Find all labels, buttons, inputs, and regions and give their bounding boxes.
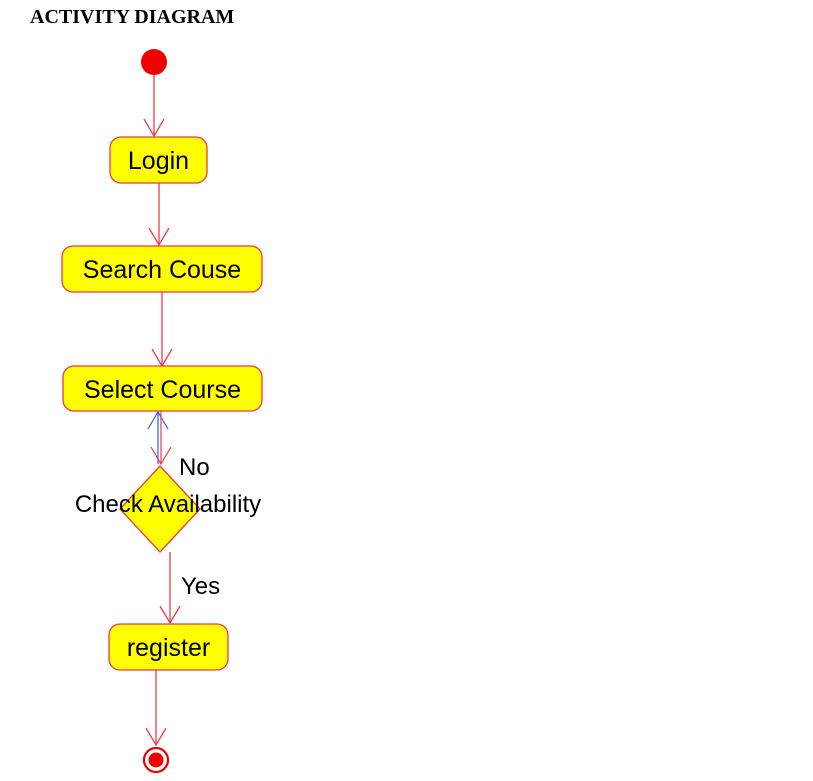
edge-register-to-end [145,670,167,747]
edge-login-to-search [148,183,170,247]
edge-yes-label: Yes [181,573,220,600]
edge-select-to-decision [150,411,172,466]
edge-no-label: No [179,454,210,481]
action-search-course[interactable]: Search Couse [61,245,263,293]
action-login[interactable]: Login [109,136,208,184]
action-select-course[interactable]: Select Course [62,365,263,412]
action-search-course-label: Search Couse [83,256,241,284]
decision-check-availability-label: Check Availability [75,491,261,518]
action-select-course-label: Select Course [84,376,241,404]
final-node [142,746,170,774]
action-register[interactable]: register [108,623,229,671]
edge-decision-to-register-yes [159,552,181,625]
action-login-label: Login [128,147,189,175]
action-register-label: register [127,634,210,662]
diagram-heading: ACTIVITY DIAGRAM [30,6,235,28]
initial-node [141,49,167,75]
decision-check-availability[interactable] [119,465,201,553]
edge-search-to-select [151,292,173,368]
edge-decision-to-select-no [147,410,169,464]
edge-start-to-login [143,75,165,138]
